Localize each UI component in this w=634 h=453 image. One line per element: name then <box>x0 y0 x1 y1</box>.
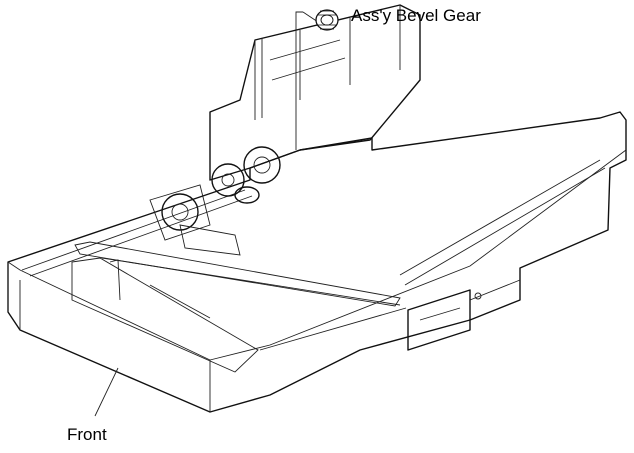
front-leader-line <box>94 367 119 417</box>
side-guide-rail <box>209 4 421 181</box>
right-rail <box>399 159 606 351</box>
bevel-gear-icon <box>315 9 339 31</box>
tray-body <box>7 111 627 413</box>
gear-leader-line <box>295 11 319 150</box>
front-callout-label: Front <box>67 425 107 444</box>
tray-floor <box>71 241 407 373</box>
bevel-gear-callout-label: Ass'y Bevel Gear <box>351 6 481 25</box>
gear-cluster <box>149 146 281 256</box>
leader-lines <box>94 11 319 417</box>
